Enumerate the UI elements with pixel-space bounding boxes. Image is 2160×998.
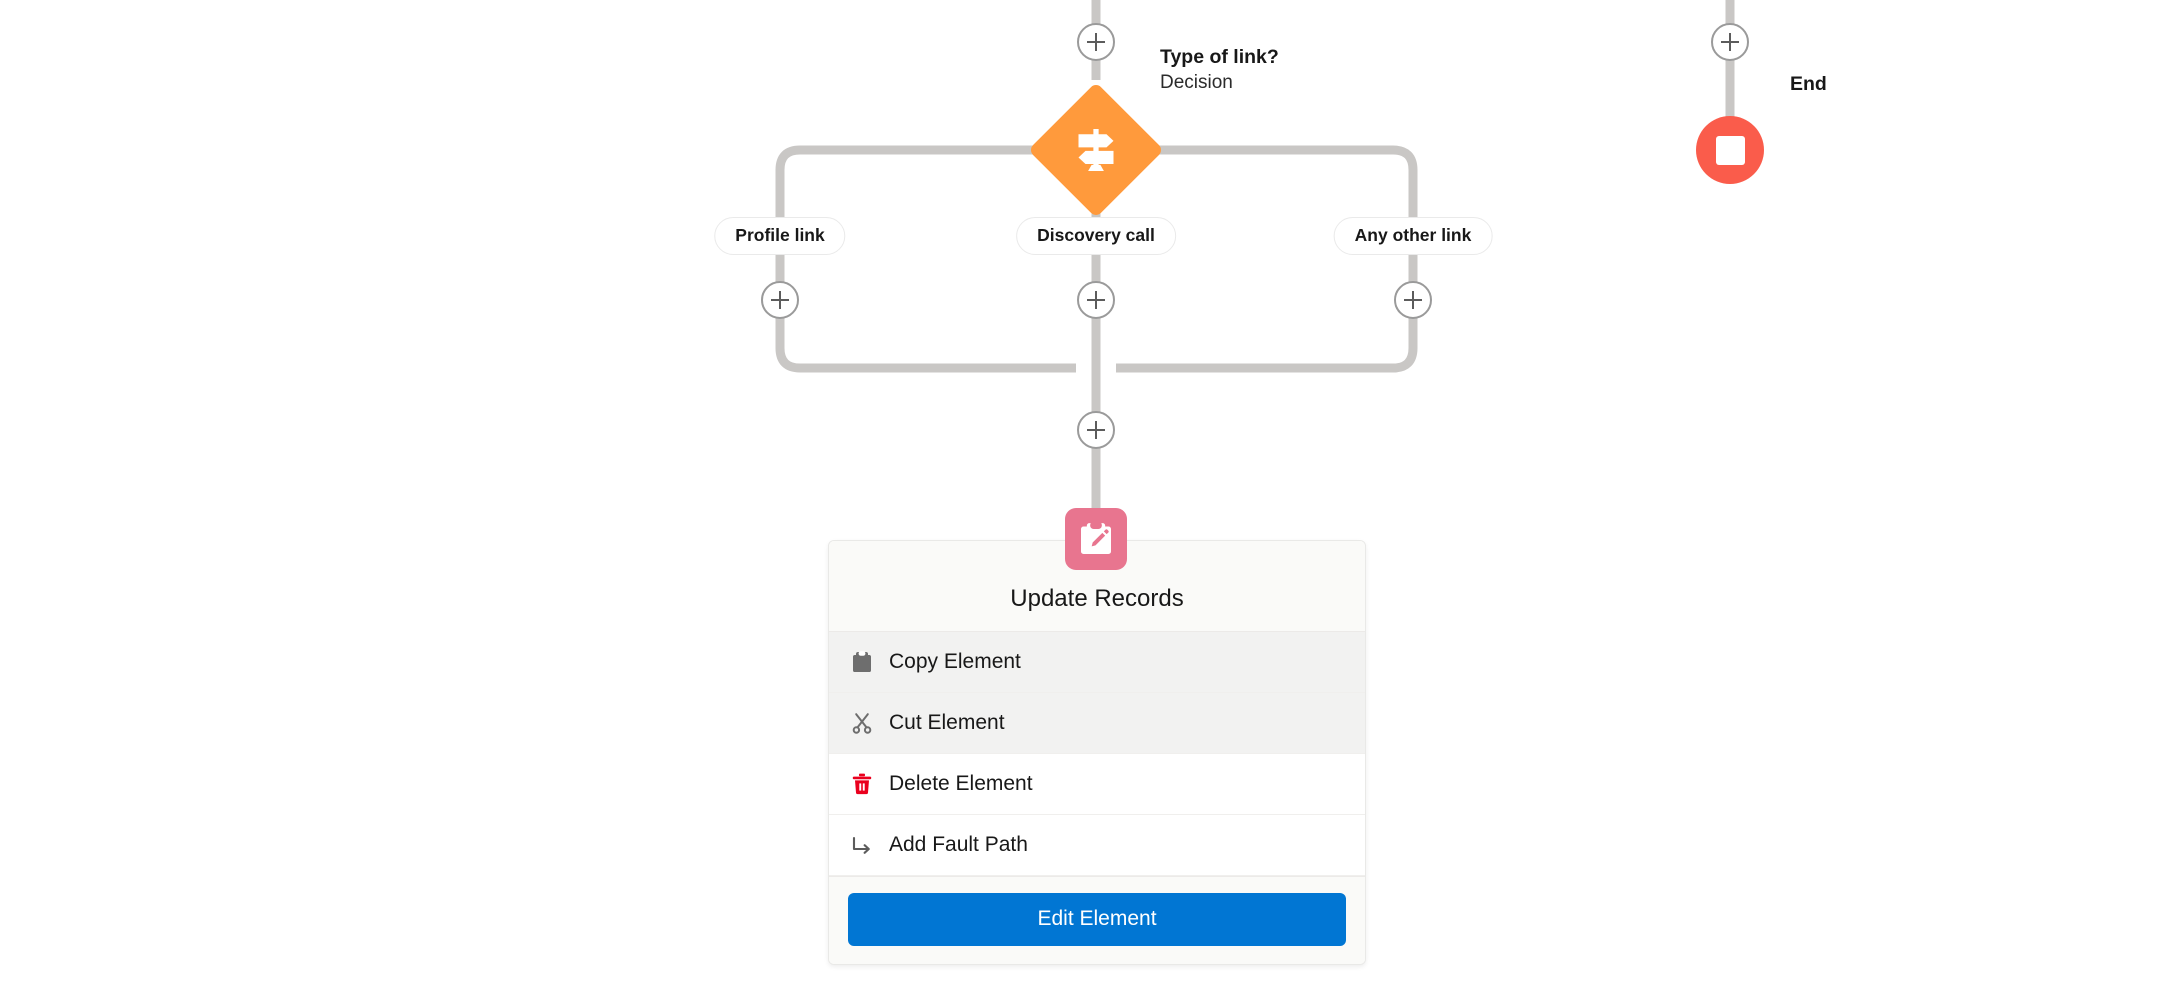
add-element-branch-profile-link-icon[interactable]	[761, 281, 799, 319]
edit-element-button[interactable]: Edit Element	[848, 893, 1346, 946]
context-menu-items: Copy Element Cut Element	[829, 632, 1365, 876]
end-node[interactable]	[1696, 116, 1764, 184]
clipboard-pencil-icon	[1081, 521, 1111, 554]
menu-item-add-fault-path-label: Add Fault Path	[889, 833, 1028, 856]
context-menu-footer: Edit Element	[829, 876, 1365, 964]
decision-node-type: Decision	[1160, 72, 1233, 94]
menu-item-cut-element-label: Cut Element	[889, 711, 1005, 734]
branch-label-profile-link[interactable]: Profile link	[714, 217, 846, 255]
menu-item-copy-element-label: Copy Element	[889, 650, 1021, 673]
add-element-after-merge-icon[interactable]	[1077, 411, 1115, 449]
end-node-label: End	[1790, 73, 1827, 95]
context-menu-title: Update Records	[1010, 585, 1184, 612]
menu-item-delete-element-label: Delete Element	[889, 772, 1033, 795]
signpost-icon	[1078, 129, 1114, 171]
branch-label-discovery-call[interactable]: Discovery call	[1016, 217, 1176, 255]
menu-item-cut-element[interactable]: Cut Element	[829, 693, 1365, 754]
update-records-node[interactable]	[1065, 508, 1127, 570]
menu-item-delete-element[interactable]: Delete Element	[829, 754, 1365, 815]
clipboard-icon	[848, 649, 875, 676]
decision-node[interactable]	[1028, 82, 1164, 218]
menu-item-copy-element[interactable]: Copy Element	[829, 632, 1365, 693]
add-element-above-decision-icon[interactable]	[1077, 23, 1115, 61]
arrow-turn-icon	[848, 832, 875, 859]
menu-item-add-fault-path[interactable]: Add Fault Path	[829, 815, 1365, 876]
trash-icon	[848, 771, 875, 798]
add-element-branch-discovery-call-icon[interactable]	[1077, 281, 1115, 319]
add-element-before-end-icon[interactable]	[1711, 23, 1749, 61]
decision-node-label: Type of link? Decision	[1160, 44, 1279, 96]
decision-node-name: Type of link?	[1160, 46, 1279, 68]
branch-label-any-other-link[interactable]: Any other link	[1333, 217, 1493, 255]
scissors-icon	[848, 710, 875, 737]
add-element-branch-any-other-link-icon[interactable]	[1394, 281, 1432, 319]
element-context-menu[interactable]: Update Records Copy Element	[828, 540, 1366, 965]
